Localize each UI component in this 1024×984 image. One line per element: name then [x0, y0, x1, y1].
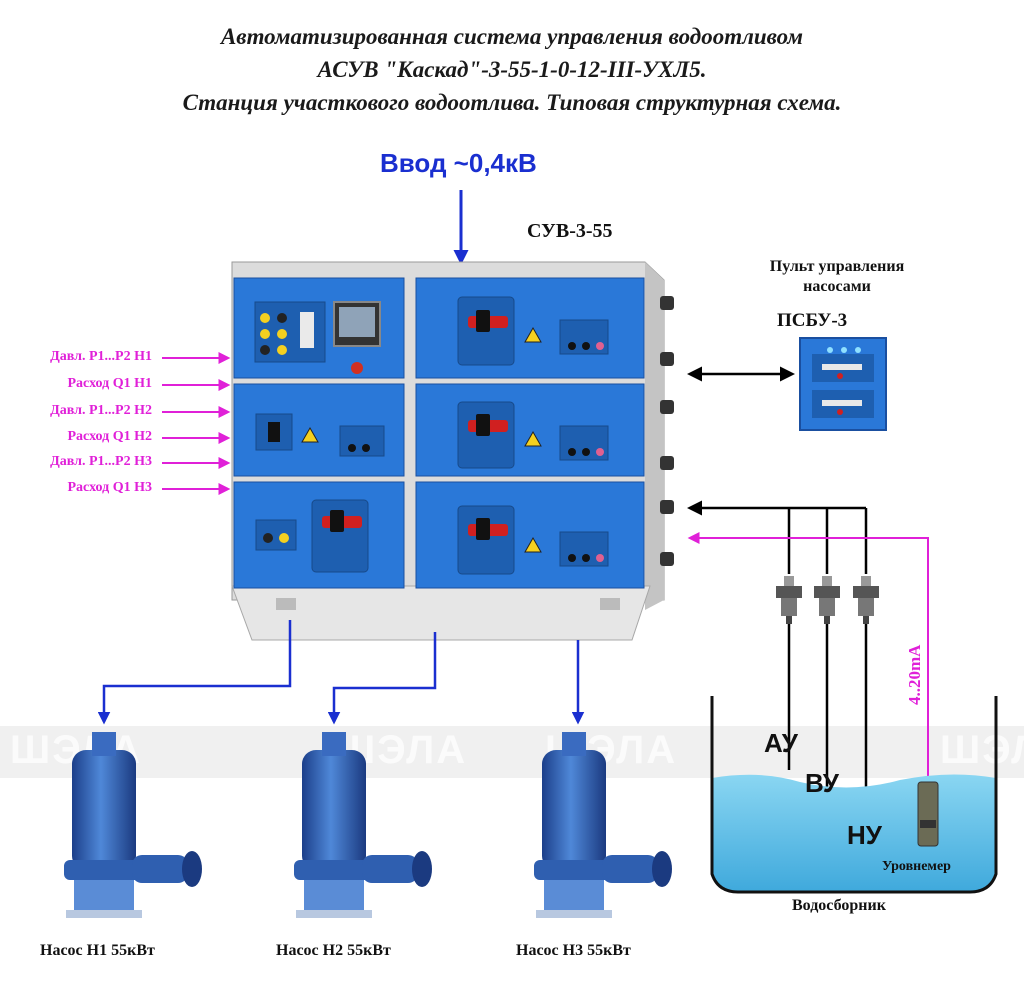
- remote-model: ПСБУ-3: [777, 310, 848, 331]
- signal-420-label: 4..20mA: [905, 644, 924, 705]
- pump-h1: [64, 732, 202, 918]
- level-label-vu: ВУ: [805, 768, 839, 798]
- cabinet-label: СУВ-3-55: [527, 220, 613, 242]
- watermark-band: [0, 726, 1024, 778]
- signal-label: Давл. Р1...Р2 Н1: [50, 349, 152, 364]
- level-probes: [776, 576, 879, 624]
- title-line-3: Станция участкового водоотлива. Типовая …: [182, 90, 842, 115]
- level-meter-sensor: [917, 781, 939, 847]
- remote-panel: [799, 337, 887, 431]
- title-line-2: АСУВ "Каскад"-3-55-1-0-12-III-УХЛ5.: [317, 57, 707, 82]
- pump-label: Насос Н2 55кВт: [276, 942, 391, 959]
- tank-label: Водосборник: [792, 897, 886, 914]
- signal-arrows: [162, 352, 231, 495]
- signal-label: Давл. Р1...Р2 Н3: [50, 454, 152, 469]
- pump-label: Насос Н1 55кВт: [40, 942, 155, 959]
- pump-power-lines: [97, 620, 585, 725]
- pump-label: Насос Н3 55кВт: [516, 942, 631, 959]
- signal-label: Расход Q1 Н2: [67, 429, 152, 444]
- remote-title-line-2: насосами: [803, 278, 871, 295]
- cabinet-suv: [231, 261, 674, 641]
- remote-title-line-1: Пульт управления: [769, 258, 905, 275]
- level-meter-signal-line: [687, 532, 929, 790]
- level-meter-label: Уровнемер: [882, 859, 951, 874]
- signal-label: Расход Q1 Н1: [67, 376, 152, 391]
- watermark-text: ШЭЛА: [940, 728, 1024, 772]
- input-label: Ввод ~0,4кВ: [380, 148, 537, 178]
- level-label-au: АУ: [764, 728, 798, 758]
- pump-h3: [534, 732, 672, 918]
- signal-label: Расход Q1 Н3: [67, 480, 152, 495]
- level-label-nu: НУ: [847, 820, 882, 850]
- pump-h2: [294, 732, 432, 918]
- water-tank: [710, 696, 998, 894]
- signal-label: Давл. Р1...Р2 Н2: [50, 403, 152, 418]
- title-line-1: Автоматизированная система управления во…: [220, 24, 804, 49]
